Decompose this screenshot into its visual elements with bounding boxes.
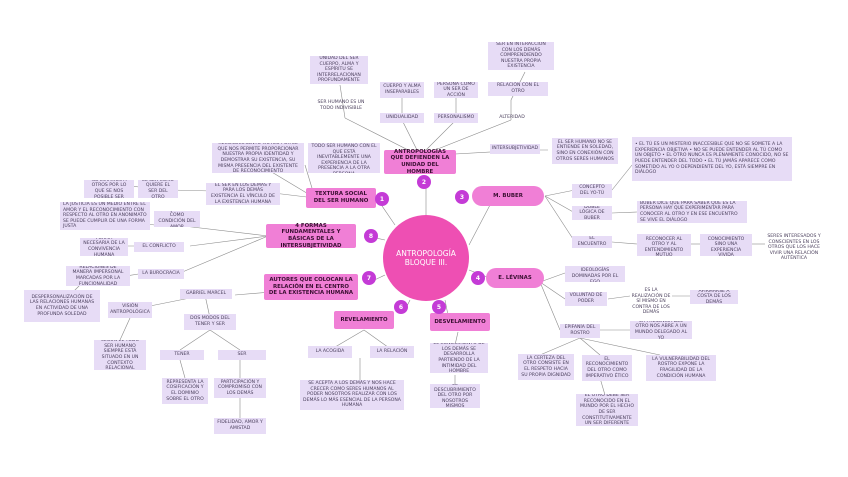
note-critica-ideologias: CRÍTICA LAS IDEOLOGÍAS DOMINADAS POR EL … [565,266,625,282]
note-concepto-yo-tu: CONCEPTO DEL YO-TÚ [572,184,612,198]
note-afirmarse: AFIRMARSE A COSTA DE LOS DEMÁS [690,290,738,304]
note-alteridad: ALTERIDAD [499,115,525,120]
note-ser-humano-no-se: EL SER HUMANO NO SE ENTIENDE EN SOLEDAD,… [552,138,618,164]
note-intersubjetividad: INTERSUBJETIVIDAD [490,144,540,154]
note-acogida: LA ACOGIDA [308,346,352,358]
note-buber-bullets: • EL TÚ ES UN MISTERIO INACCESIBLE QUE N… [632,137,792,181]
note-segun-todo: SEGÚN EL TODO SER HUMANO SIEMPRE ESTÁ SI… [94,340,146,370]
note-cuerpo-alma: CUERPO Y ALMA INSEPARABLES [380,82,424,98]
note-acto-amor: ACTO DE AMOR AL RECONOCER AL OTRO Y AL E… [637,234,691,256]
note-ser-humano-todo: SER HUMANO ES UN TODO INDIVISIBLE [317,100,365,111]
note-encuentro: EL ENCUENTRO [572,236,612,248]
topic-label: M. BUBER [493,192,523,199]
note-relacion-demas: EL SER EN LOS DEMÁS Y PARA LOS DEMÁS EXI… [206,183,280,205]
topic-label: DESVELAMIENTO [434,318,486,325]
note-relacion-ser: LA RELACIÓN [370,346,414,358]
topic-label: TEXTURA SOCIAL DEL SER HUMANO [313,191,369,204]
note-vision-antropologica: VISIÓN ANTROPOLÓGICA [108,302,152,318]
topic-number-3: 3 [455,190,469,204]
topic-number-1: 1 [375,192,389,206]
note-realizacion: ES LA REALIZACIÓN DE SÍ MISMO EN CONTRA … [631,288,671,316]
note-gabriel-marcel: GABRIEL MARCEL [180,289,232,299]
note-el-ser-como: EL SER COMO QUIERE EL SER DEL OTRO [138,180,178,198]
topic-levinas[interactable]: E. LÉVINAS [486,268,544,288]
note-aceptacion: SE ACEPTA A LOS DEMÁS Y NOS HACE CRECER … [300,380,404,410]
topic-revelamiento[interactable]: REVELAMIENTO [334,311,394,329]
note-conflicto: EL CONFLICTO [134,242,184,252]
note-otro-debe: EL OTRO DEBE SER RECONOCIDO EN EL MUNDO … [576,394,638,426]
note-justicia-medio: LA JUSTICIA ES UN MEDIO ENTRE EL AMOR Y … [60,202,150,230]
topic-cuatro-formas[interactable]: 4 FORMAS FUNDAMENTALES Y BÁSICAS DE LA I… [266,222,356,249]
note-certeza-otro: LA CERTEZA DEL OTRO CONSISTE EN EL RESPE… [518,354,574,380]
note-doble-logica: DOBLE LÓGICA DE BUBER [572,206,612,220]
note-fidelidad: FIDELIDAD, AMOR Y AMISTAD [214,418,266,434]
topic-textura-social[interactable]: TEXTURA SOCIAL DEL SER HUMANO [306,188,376,208]
topic-antropologias[interactable]: ANTROPOLOGÍAS QUE DEFIENDEN LA UNIDAD DE… [384,148,456,175]
topic-number-7: 7 [362,271,376,285]
note-dos-modos: DOS MODOS DEL TENER Y SER [184,314,236,330]
note-forma-necesaria: FORMA NECESARIA DE LA CONVIVENCIA HUMANA [80,238,128,256]
note-reconocimiento-otro: EL RECONOCIMIENTO DEL OTRO COMO IMPERATI… [582,355,632,381]
central-title-line1: ANTROPOLOGÍA [396,249,456,258]
note-epifania: EPIFANÍA DEL ROSTRO [560,324,600,338]
note-ser: SER [218,350,266,360]
central-title-line2: BLOQUE III. [404,258,448,267]
note-presencia-otro: LA PRESENCIA DEL OTRO NOS ABRE A UN MUND… [630,321,692,339]
central-topic[interactable]: ANTROPOLOGÍA BLOQUE III. [383,215,469,301]
note-despersonalizacion: DESPERSONALIZACIÓN DE LAS RELACIONES HUM… [24,290,100,322]
topic-number-8: 8 [364,229,378,243]
topic-desvelamiento[interactable]: DESVELAMIENTO [430,313,490,331]
note-ser-humano-existe: EL SER HUMANO EXISTE EN TODO SER HUMANO … [308,143,380,173]
note-descubrimiento: EL DESCUBRIMIENTO DEL OTRO POR NOSOTROS … [430,384,480,408]
topic-number-2: 2 [417,175,431,189]
note-reconocimiento: RECONOCIMIENTO MUTUO POR EL QUE NOS PERM… [212,143,304,173]
topic-autores-relacion[interactable]: AUTORES QUE COLOCAN LA RELACIÓN EN EL CE… [264,274,358,300]
note-conocimiento: EL CONOCIMIENTO DE LOS DEMÁS SE DESARROL… [430,343,488,373]
topic-label: ANTROPOLOGÍAS QUE DEFIENDEN LA UNIDAD DE… [390,148,450,175]
note-relaciones-impersonales: RELACIONES DE MANERA IMPERSONAL MARCADAS… [66,266,130,286]
topic-buber[interactable]: M. BUBER [472,186,544,206]
topic-label: 4 FORMAS FUNDAMENTALES Y BÁSICAS DE LA I… [280,222,342,249]
note-burocracia: LA BUROCRACIA [138,269,184,279]
note-personalismo: PERSONALISMO [434,113,478,123]
topic-label: REVELAMIENTO [340,316,388,323]
note-justicia-condicion: LA JUSTICIA COMO CONDICIÓN DEL AMOR [154,211,200,227]
note-unidualidad: UNIDUALIDAD [380,113,424,123]
note-vulnerabilidad: LA VULNERABILIDAD DEL ROSTRO EXPONE LA F… [646,355,716,381]
topic-number-5: 5 [432,300,446,314]
note-no-es-solo: NO ES UN SIMPLE CONOCIMIENTO SINO UNA EX… [700,234,752,256]
note-voluntad-poder: VOLUNTAD DE PODER [565,292,607,306]
note-no-estamos: NO ESTAMOS A OTROS POR LO QUE SE NOS POS… [84,180,134,198]
note-buber-dice: BUBER DICE QUE PARA SABER QUE ES LA PERS… [637,201,747,223]
note-representa: REPRESENTA LA COSIFICACIÓN Y EL DOMINIO … [162,378,208,404]
note-persona-ser: PERSONA COMO UN SER DE ACCIÓN [434,82,478,98]
note-ser-interaccion: SER EN INTERACCIÓN CON LOS DEMÁS COMPREN… [488,42,554,70]
note-relacion-otro: RELACIÓN CON EL OTRO [488,82,548,96]
topic-number-4: 4 [471,271,485,285]
note-unidad-ser: UNIDAD DEL SER CUERPO, ALMA Y ESPÍRITU S… [310,56,368,84]
note-tener: TENER [160,350,204,360]
topic-number-6: 6 [394,300,408,314]
note-participacion: PARTICIPACIÓN Y COMPROMISO CON LOS DEMÁS [214,378,266,398]
topic-label: AUTORES QUE COLOCAN LA RELACIÓN EN EL CE… [268,277,354,297]
note-seres-interesados: SERES INTERESADOS Y CONSCIENTES EN LOS O… [767,234,821,262]
topic-label: E. LÉVINAS [498,274,532,281]
